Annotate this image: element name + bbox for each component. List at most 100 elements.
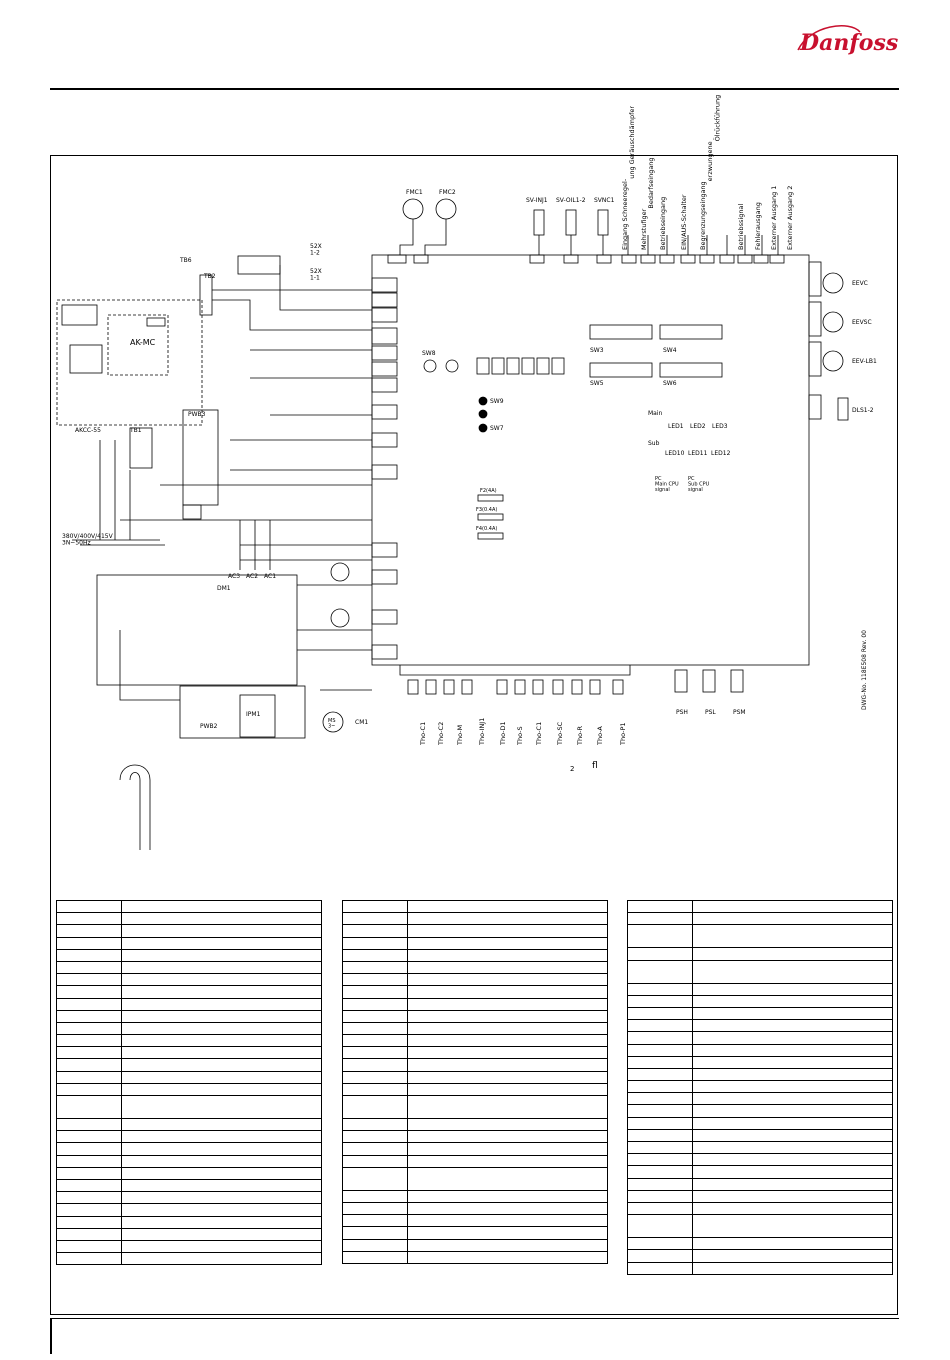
legend-desc-cell xyxy=(692,994,893,1008)
legend-desc-cell xyxy=(121,1215,322,1229)
legend-code-cell xyxy=(627,1080,693,1094)
legend-row xyxy=(342,936,608,950)
label-sw8: SW8 xyxy=(422,350,436,357)
legend-desc-cell xyxy=(407,1214,608,1228)
legend-code-cell xyxy=(342,1117,408,1132)
legend-desc-cell xyxy=(121,997,322,1011)
legend-code-cell xyxy=(627,1092,693,1106)
legend-desc-cell xyxy=(692,1201,893,1216)
legend-desc-cell xyxy=(121,1227,322,1241)
legend-desc-cell xyxy=(692,982,893,996)
legend-desc-cell xyxy=(121,899,322,914)
legend-desc-cell xyxy=(692,1189,893,1203)
legend-code-cell xyxy=(627,1067,693,1082)
legend-code-cell xyxy=(627,1189,693,1203)
tho-label: Tho-C1 xyxy=(535,722,543,746)
legend-code-cell xyxy=(627,1249,693,1263)
legend-desc-cell xyxy=(407,973,608,987)
legend-code-cell xyxy=(627,1153,693,1167)
legend-code-cell xyxy=(56,1034,122,1048)
label-ac1: AC1 xyxy=(264,573,276,580)
label-tb2: TB2 xyxy=(203,273,216,280)
legend-row xyxy=(56,1239,322,1254)
legend-code-cell xyxy=(342,1021,408,1036)
legend-desc-cell xyxy=(692,1104,893,1118)
legend-desc-cell xyxy=(121,960,322,975)
legend-desc-cell xyxy=(121,1034,322,1048)
legend-row xyxy=(56,1142,322,1156)
legend-row xyxy=(56,1046,322,1060)
legend-desc-cell xyxy=(121,924,322,938)
legend-desc-cell xyxy=(407,1250,608,1264)
legend-code-cell xyxy=(56,1058,122,1072)
legend-row xyxy=(342,1142,608,1156)
legend-desc-cell xyxy=(692,912,893,926)
tho-label: Tho-INJ1 xyxy=(478,718,486,746)
legend-code-cell xyxy=(56,1046,122,1060)
legend-code-cell xyxy=(627,959,693,984)
legend-code-cell xyxy=(627,994,693,1008)
legend-code-cell xyxy=(342,1034,408,1048)
legend-desc-cell xyxy=(407,997,608,1011)
legend-desc-cell xyxy=(692,1140,893,1155)
legend-row xyxy=(627,1177,893,1191)
legend-code-cell xyxy=(627,899,693,914)
legend-desc-cell xyxy=(121,1058,322,1072)
dwg-number: DWG-No. 118E508 Rev. 00 xyxy=(861,630,868,710)
legend-code-cell xyxy=(56,997,122,1011)
legend-desc-cell xyxy=(692,1165,893,1179)
legend-desc-cell xyxy=(121,1009,322,1023)
legend-desc-cell xyxy=(407,1226,608,1240)
legend-code-cell xyxy=(342,1070,408,1084)
legend-row xyxy=(627,899,893,914)
legend-desc-cell xyxy=(407,1070,608,1084)
legend-row xyxy=(56,1058,322,1072)
legend-desc-cell xyxy=(692,1031,893,1045)
legend-code-cell xyxy=(56,1203,122,1217)
legend-code-cell xyxy=(56,1070,122,1084)
logo-text: Danfoss xyxy=(799,30,898,56)
legend-desc-cell xyxy=(121,973,322,987)
legend-row xyxy=(56,1095,322,1119)
legend-code-cell xyxy=(342,1238,408,1252)
note-mark-2: fl xyxy=(592,761,598,771)
legend-code-cell xyxy=(56,924,122,938)
label-led10: LED10 xyxy=(665,450,685,457)
legend-row xyxy=(56,1082,322,1097)
legend-desc-cell xyxy=(407,985,608,999)
legend-code-cell xyxy=(342,1250,408,1264)
legend-code-cell xyxy=(627,1165,693,1179)
label-eevc: EEVC xyxy=(852,280,868,287)
legend-desc-cell xyxy=(692,1080,893,1094)
legend-row xyxy=(342,899,608,914)
legend-code-cell xyxy=(56,985,122,999)
label-sv-oil: SV-OIL1-2 xyxy=(556,197,586,204)
label-ac3: AC3 xyxy=(228,573,240,580)
legend-code-cell xyxy=(56,1239,122,1254)
legend-desc-cell xyxy=(692,1261,893,1275)
legend-desc-cell xyxy=(407,1130,608,1144)
legend-table-left xyxy=(56,899,322,1266)
legend-code-cell xyxy=(56,936,122,950)
legend-code-cell xyxy=(56,973,122,987)
legend-row xyxy=(342,1082,608,1097)
legend-code-cell xyxy=(56,1215,122,1229)
legend-row xyxy=(56,1130,322,1144)
legend-desc-cell xyxy=(407,912,608,926)
legend-desc-cell xyxy=(407,899,608,914)
legend-table-right xyxy=(627,899,893,1275)
legend-row xyxy=(627,1189,893,1203)
legend-desc-cell xyxy=(692,1116,893,1130)
legend-desc-cell xyxy=(692,1153,893,1167)
label-betriebssignal: Betriebssignal xyxy=(737,204,745,250)
legend-row xyxy=(627,1006,893,1021)
legend-code-cell xyxy=(56,1130,122,1144)
label-f3: F3(0.4A) xyxy=(476,507,497,513)
legend-desc-cell xyxy=(692,1055,893,1069)
legend-code-cell xyxy=(56,1178,122,1193)
legend-row xyxy=(342,924,608,938)
label-akmc: AK-MC xyxy=(130,338,156,347)
legend-code-cell xyxy=(56,1117,122,1132)
legend-code-cell xyxy=(627,1055,693,1069)
